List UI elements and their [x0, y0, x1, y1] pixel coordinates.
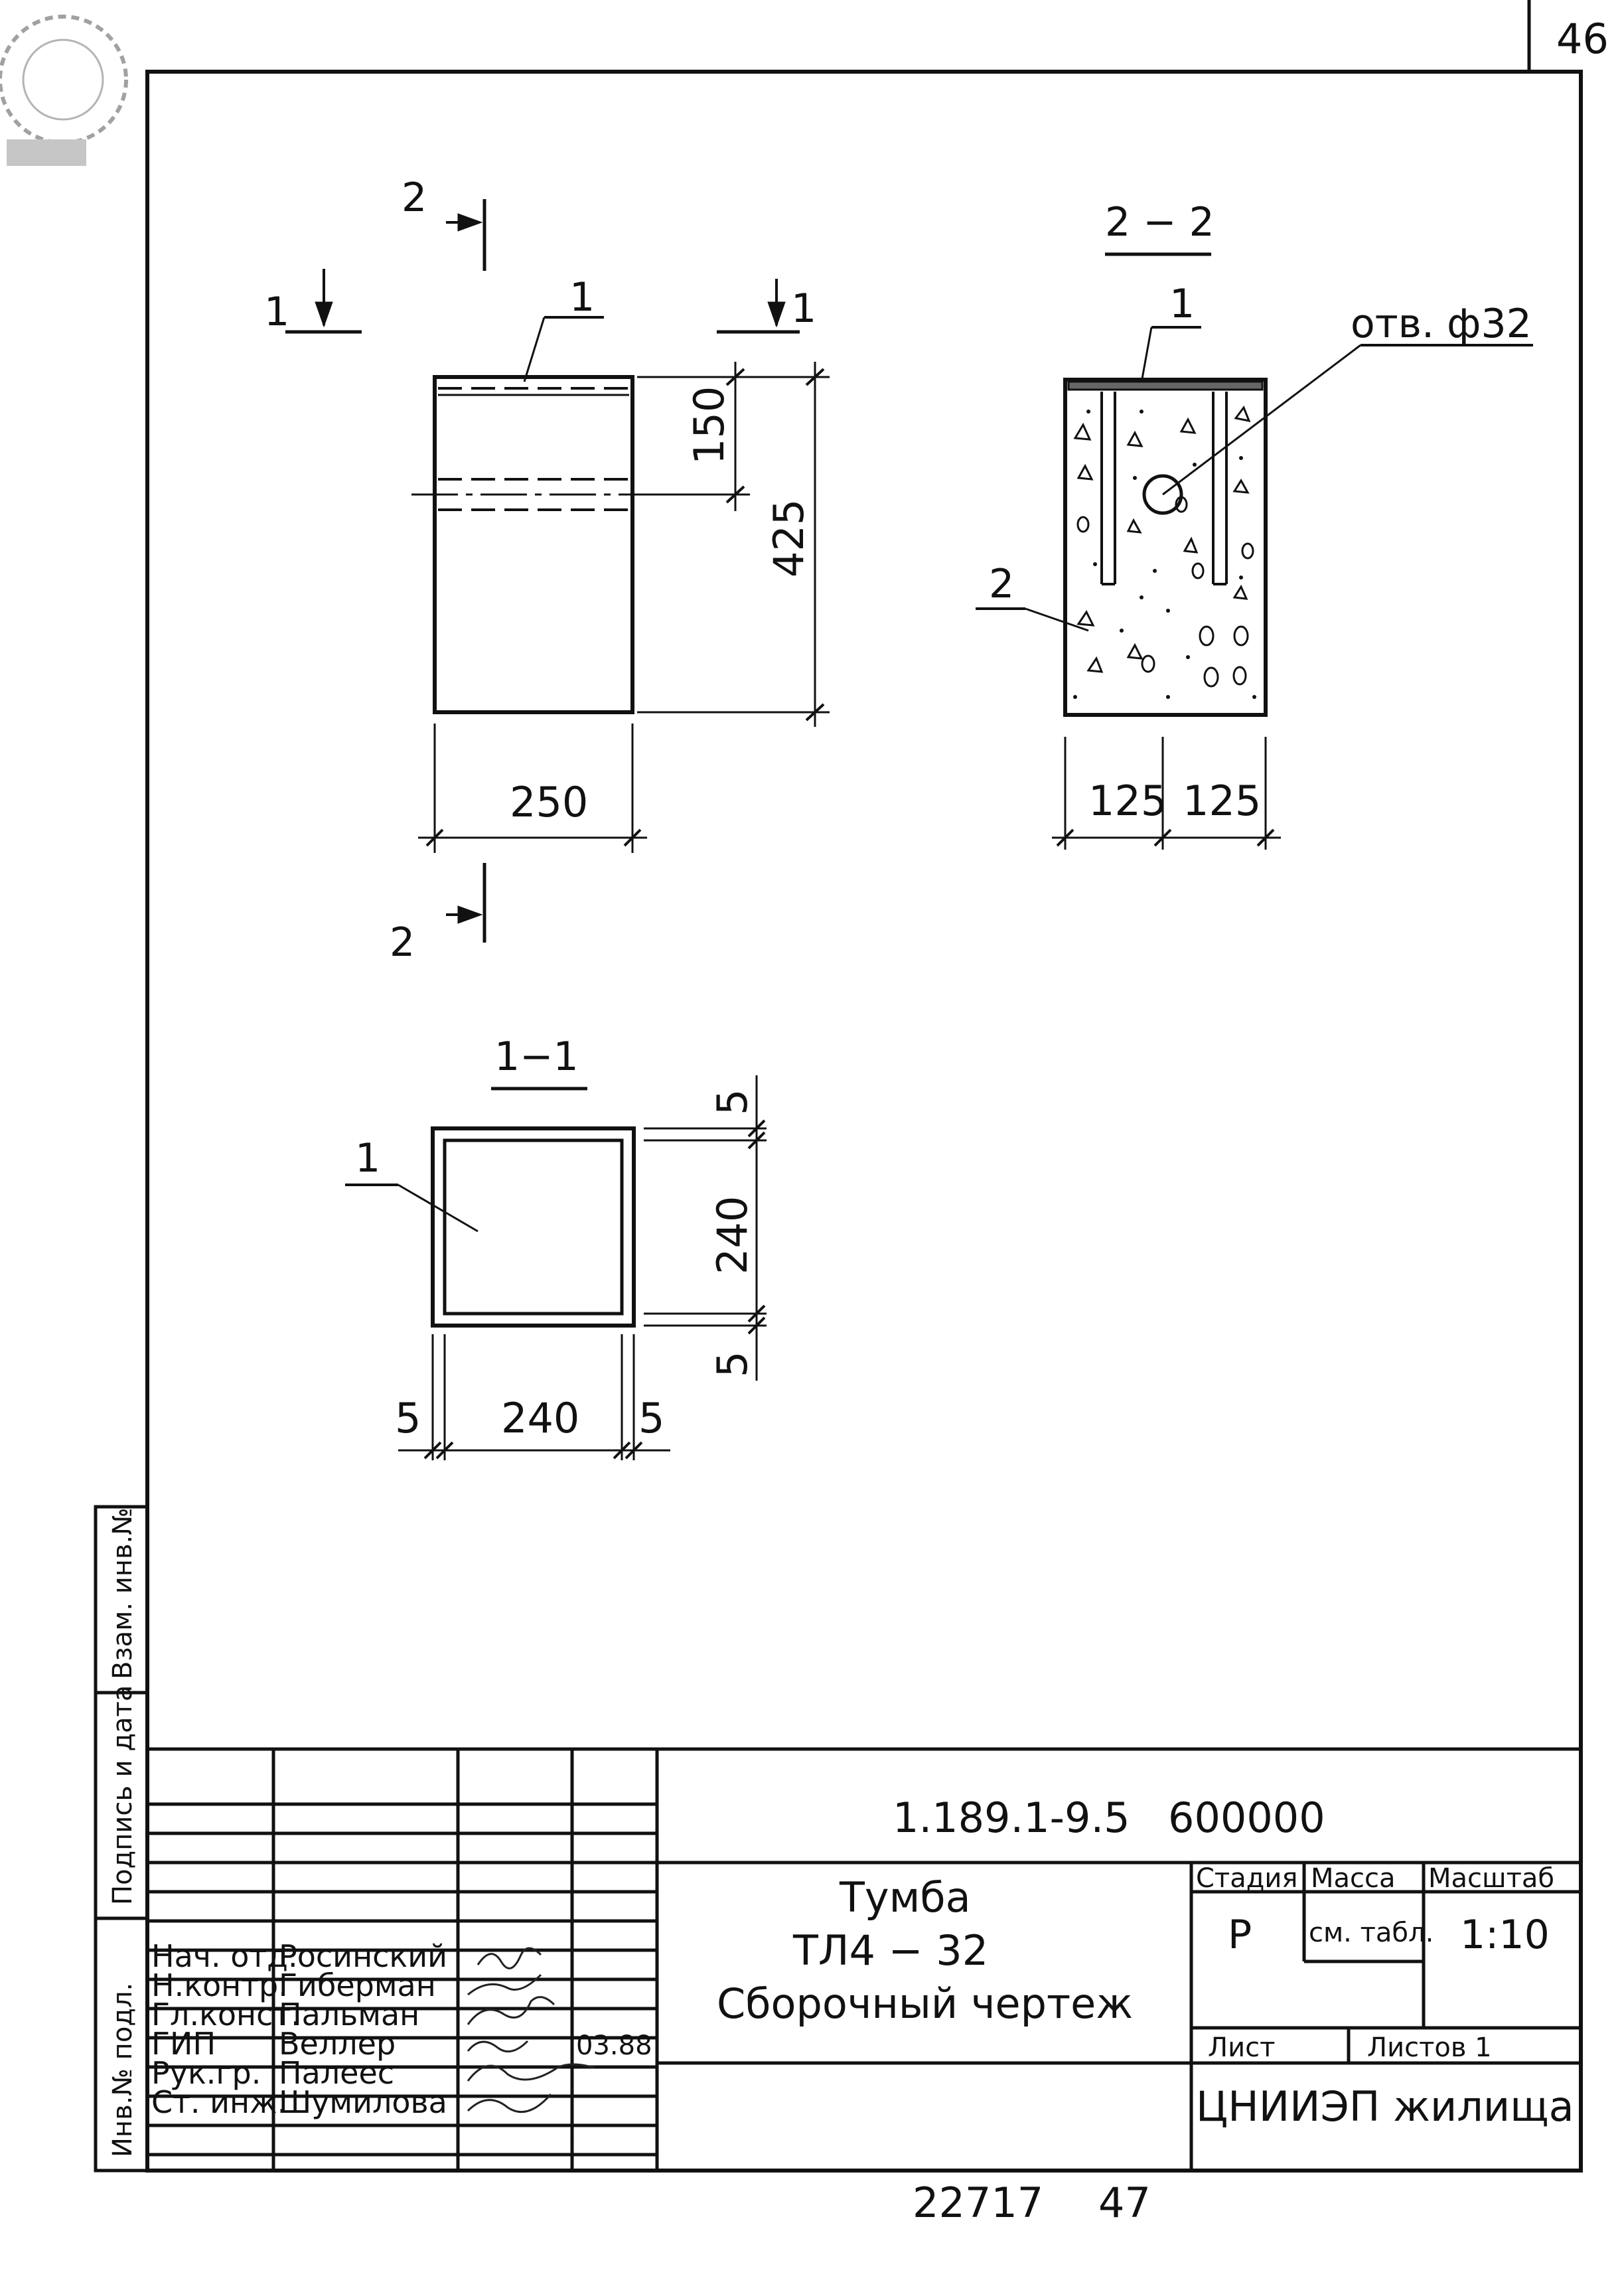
dim-5-top: 5	[708, 1089, 757, 1115]
dim-width-250: 250	[510, 778, 588, 826]
product-mark: ТЛ4 − 32	[792, 1926, 988, 1975]
dim-125-left: 125	[1088, 777, 1167, 825]
scale-header: Масштаб	[1428, 1863, 1554, 1894]
sig-name-3: Веллер	[279, 2026, 396, 2062]
drawing-type: Сборочный чертеж	[717, 1979, 1133, 2028]
section-mark-1-right: 1	[791, 285, 816, 332]
sheet-frame	[145, 70, 1583, 2173]
sheets-label: Листов 1	[1367, 2032, 1492, 2063]
section-mark-2-top: 2	[402, 175, 427, 221]
section-2-2-title: 2 − 2	[1105, 199, 1215, 246]
stage-value: Р	[1228, 1912, 1252, 1958]
stamp-replacement: Взам. инв.№	[108, 1507, 138, 1679]
sig-role-3: ГИП	[151, 2026, 216, 2062]
plate-outer	[431, 1126, 636, 1328]
bottom-number-2: 47	[1098, 2179, 1151, 2227]
plate-inner	[443, 1138, 624, 1316]
stamp-original: Инв.№ подл.	[108, 1983, 138, 2157]
section-2-2-outline	[1063, 378, 1268, 717]
section-1-1-view	[345, 1075, 767, 1460]
dim-5-right: 5	[638, 1394, 664, 1442]
sig-name-2: Пальман	[279, 1997, 419, 2032]
top-plate	[1067, 380, 1264, 391]
sig-date-3: 03.88	[576, 2030, 652, 2061]
hole-label: отв. ф32	[1351, 301, 1532, 347]
sig-role-0: Нач. отд.	[151, 1938, 298, 1974]
dim-240-vertical: 240	[708, 1196, 757, 1274]
section-2-2-position-1: 1	[1169, 281, 1195, 327]
sig-role-1: Н.контр.	[151, 1967, 288, 2003]
page-number: 46	[1556, 15, 1609, 63]
stamp-signature-date: Подпись и дата	[108, 1685, 138, 1905]
scale-value: 1:10	[1460, 1912, 1550, 1958]
dim-125-right: 125	[1183, 777, 1261, 825]
signature-table: Нач. отд. Росинский Н.контр. Гиберман Гл…	[151, 1938, 652, 2120]
sig-role-2: Гл.конст.	[151, 1997, 301, 2032]
section-1-1-position: 1	[355, 1135, 380, 1182]
section-mark-2-bottom: 2	[390, 919, 415, 966]
mass-header: Масса	[1311, 1863, 1396, 1894]
front-view	[285, 199, 830, 943]
section-2-2-view	[976, 326, 1533, 850]
sig-role-5: Ст. инж.	[151, 2084, 287, 2120]
handwritten-signatures	[467, 1947, 595, 2113]
front-view-outline	[433, 375, 634, 714]
dim-240-horizontal: 240	[501, 1394, 579, 1442]
section-1-1-title: 1−1	[494, 1033, 579, 1080]
title-block-grid	[147, 1747, 1581, 2171]
stage-header: Стадия	[1196, 1863, 1297, 1894]
sig-name-0: Росинский	[279, 1938, 447, 1974]
dim-5-bottom: 5	[708, 1351, 757, 1377]
document-code-suffix: 600000	[1168, 1794, 1325, 1842]
document-code: 1.189.1-9.5	[893, 1794, 1130, 1842]
sig-name-4: Палеес	[279, 2055, 394, 2091]
sig-role-4: Рук.гр.	[151, 2055, 261, 2091]
sheet-label: Лист	[1208, 2032, 1275, 2063]
bottom-number-1: 22717	[913, 2179, 1043, 2227]
concrete-hatch	[1073, 405, 1254, 688]
product-name: Тумба	[839, 1873, 971, 1922]
side-stamp-strip	[94, 1505, 149, 2173]
concrete-dots	[1073, 410, 1256, 699]
sig-name-1: Гиберман	[279, 1967, 436, 2003]
dim-5-left: 5	[395, 1394, 421, 1442]
mass-value: см. табл.	[1309, 1918, 1434, 1948]
dim-height-150: 150	[685, 386, 733, 465]
archive-stamp	[0, 15, 128, 166]
section-mark-1-left: 1	[264, 289, 289, 335]
hole-circle	[1142, 474, 1183, 515]
sig-name-5: Шумилова	[279, 2084, 447, 2120]
dim-height-425: 425	[765, 499, 813, 577]
front-position-label: 1	[569, 274, 595, 321]
organization: ЦНИИЭП жилища	[1196, 2082, 1574, 2131]
section-2-2-position-2: 2	[989, 561, 1014, 607]
